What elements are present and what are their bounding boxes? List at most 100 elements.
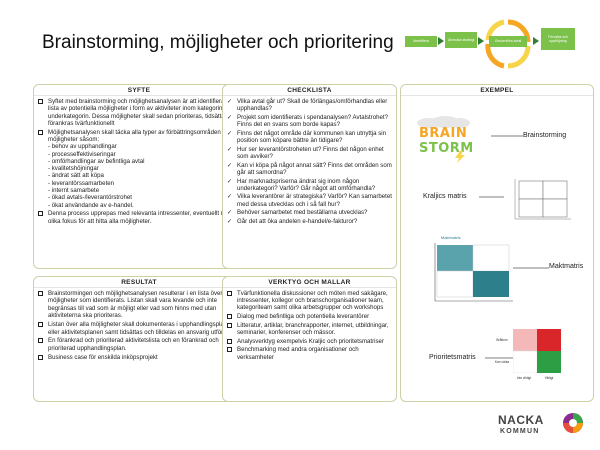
makt-matrix [434, 243, 513, 302]
process-step-1: Identifiera [405, 36, 437, 47]
sub-item: - ökad avtals-/leverantörstrohet [48, 194, 132, 202]
page-title: Brainstorming, möjligheter och prioriter… [42, 32, 394, 53]
sub-item: - behov av upphandlingar [48, 143, 117, 151]
resultat-list: Brainstormingen och möjlighetsanalysen r… [38, 290, 240, 363]
checkbox-icon [38, 338, 43, 344]
storm-word: STORM [419, 141, 474, 156]
check-icon: ✓ [227, 161, 233, 169]
checkbox-icon [227, 322, 232, 328]
check-icon: ✓ [227, 177, 233, 185]
list-item: ✓Går det att öka andelen e-handel/e-fakt… [227, 218, 358, 226]
nacka-logo: NACKA KOMMUN [494, 410, 594, 446]
process-arrow-icon [533, 37, 539, 45]
kraljic-label: Kraljics matris [423, 193, 467, 200]
check-icon: ✓ [227, 129, 233, 137]
check-icon: ✓ [227, 209, 233, 217]
sub-item: - ökat användande av e-handel. [48, 201, 134, 209]
list-item: Listan över alla möjligheter skall dokum… [38, 321, 240, 336]
checkbox-icon [38, 322, 43, 328]
list-item: ✓Hur ser leverantörstroheten ut? Finns d… [227, 145, 384, 160]
list-item: Business case för enskilda inköpsprojekt [38, 354, 240, 361]
makt-title: Maktmatris [441, 235, 461, 240]
logo-name: NACKA [498, 413, 544, 427]
checkbox-icon [38, 129, 43, 135]
brainstorm-graphic: BRAIN STORM [415, 116, 475, 163]
sub-item: - omförhandlingar av befintliga avtal [48, 157, 145, 165]
list-item: ✓Behöver samarbetet med beställarna utve… [227, 209, 368, 217]
process-step-4: Förvalta och uppföljning [541, 28, 575, 50]
logo-sub: KOMMUN [500, 428, 540, 435]
check-icon: ✓ [227, 193, 233, 201]
checklista-header: CHECKLISTA [223, 85, 396, 96]
list-item: Möjlighetsanalysen skall täcka alla type… [38, 129, 240, 209]
list-item: Denna process upprepas med relevanta int… [38, 210, 240, 225]
syfte-sublist: - behov av upphandlingar - processeffekt… [48, 143, 240, 209]
process-arrow-icon [478, 37, 484, 45]
list-item: ✓Vilka avtal går ut? Skall de förlängas/… [227, 98, 388, 113]
syfte-panel: SYFTE Syftet med brainstorming och möjli… [33, 84, 245, 269]
list-item: ✓Finns det något område där kommunen kan… [227, 129, 387, 145]
exempel-panel: EXEMPEL BRAIN STORM Brainstorming Kralji… [400, 84, 594, 402]
prio-col-label: Viktigt [544, 376, 554, 380]
checkbox-icon [38, 99, 43, 104]
process-step-2: Utveckla strategi [445, 32, 477, 48]
prio-label: Prioritetsmatris [429, 354, 476, 361]
process-arrow-icon [438, 37, 444, 45]
check-icon: ✓ [227, 218, 233, 226]
prio-row-label: Kan vänta [494, 360, 510, 364]
exempel-header: EXEMPEL [401, 85, 593, 96]
list-item: ✓Har marknadspriserna ändrat sig inom nå… [227, 177, 376, 192]
prio-col-label: inte viktigt [516, 376, 532, 380]
verktyg-panel: VERKTYG OCH MALLAR Tvärfunktionella disk… [222, 276, 397, 402]
connector-line [479, 196, 504, 198]
check-icon: ✓ [227, 98, 233, 105]
list-item: Dialog med befintliga och potentiella le… [227, 313, 392, 320]
brain-word: BRAIN [419, 126, 468, 141]
list-item: Brainstormingen och möjlighetsanalysen r… [38, 290, 240, 320]
sub-item: - internt samarbete [48, 187, 100, 195]
list-item: ✓Projekt som identifierats i spendanalys… [227, 113, 388, 129]
nacka-emblem-icon [563, 413, 583, 433]
list-item: Tvärfunktionella diskussioner och möten … [227, 290, 392, 312]
sub-item: - ändrat sätt att köpa [48, 172, 104, 180]
cycle-arrows-icon [485, 19, 531, 69]
kraljic-matrix [514, 179, 571, 220]
checkbox-icon [227, 347, 232, 353]
checkbox-icon [38, 291, 43, 296]
checkbox-icon [227, 291, 232, 296]
resultat-header: RESULTAT [34, 277, 244, 288]
check-icon: ✓ [227, 145, 233, 153]
brainstorming-label: Brainstorming [523, 132, 567, 139]
process-cycle: Identifiera Utveckla strategi Genomföra … [405, 18, 595, 72]
sub-item: - leverantörssamarbeten [48, 179, 115, 187]
list-item: Litteratur, artiklar, branchrapporter, i… [227, 322, 392, 336]
sub-item: - kvalitetshöjningar [48, 165, 99, 173]
prio-row-label: Bråttom [496, 338, 508, 342]
checklista-panel: CHECKLISTA ✓Vilka avtal går ut? Skall de… [222, 84, 397, 269]
makt-label: Maktmatris [549, 263, 584, 270]
list-item: ✓Vilka leverantörer är strategiska? Varf… [227, 193, 392, 208]
prio-matrix [513, 329, 561, 373]
check-icon: ✓ [227, 113, 233, 121]
sub-item: - processeffektiviseringar [48, 150, 116, 158]
checkbox-icon [38, 211, 43, 217]
list-item: Benchmarking med andra organisationer oc… [227, 346, 392, 361]
syfte-list: Syftet med brainstorming och möjlighetsa… [38, 98, 240, 227]
list-item: Analysverktyg exempelvis Kraljic och pri… [227, 338, 392, 345]
verktyg-header: VERKTYG OCH MALLAR [223, 277, 396, 288]
checkbox-icon [227, 314, 232, 320]
connector-line [491, 135, 523, 137]
list-item: Syftet med brainstorming och möjlighetsa… [38, 98, 240, 127]
connector-line [513, 267, 549, 269]
resultat-panel: RESULTAT Brainstormingen och möjlighetsa… [33, 276, 245, 402]
list-item: ✓Kan vi köpa på något annat sätt? Finns … [227, 161, 392, 176]
checklista-list: ✓Vilka avtal går ut? Skall de förlängas/… [227, 98, 392, 227]
verktyg-list: Tvärfunktionella diskussioner och möten … [227, 290, 392, 362]
lightning-icon [455, 151, 465, 163]
list-item: En förankrad och prioriterad aktivitetsl… [38, 337, 240, 352]
checkbox-icon [38, 354, 43, 360]
connector-line [485, 357, 513, 359]
checkbox-icon [227, 338, 232, 344]
cloud-icon [417, 116, 470, 128]
process-step-3: Genomföra avtal [489, 36, 527, 47]
